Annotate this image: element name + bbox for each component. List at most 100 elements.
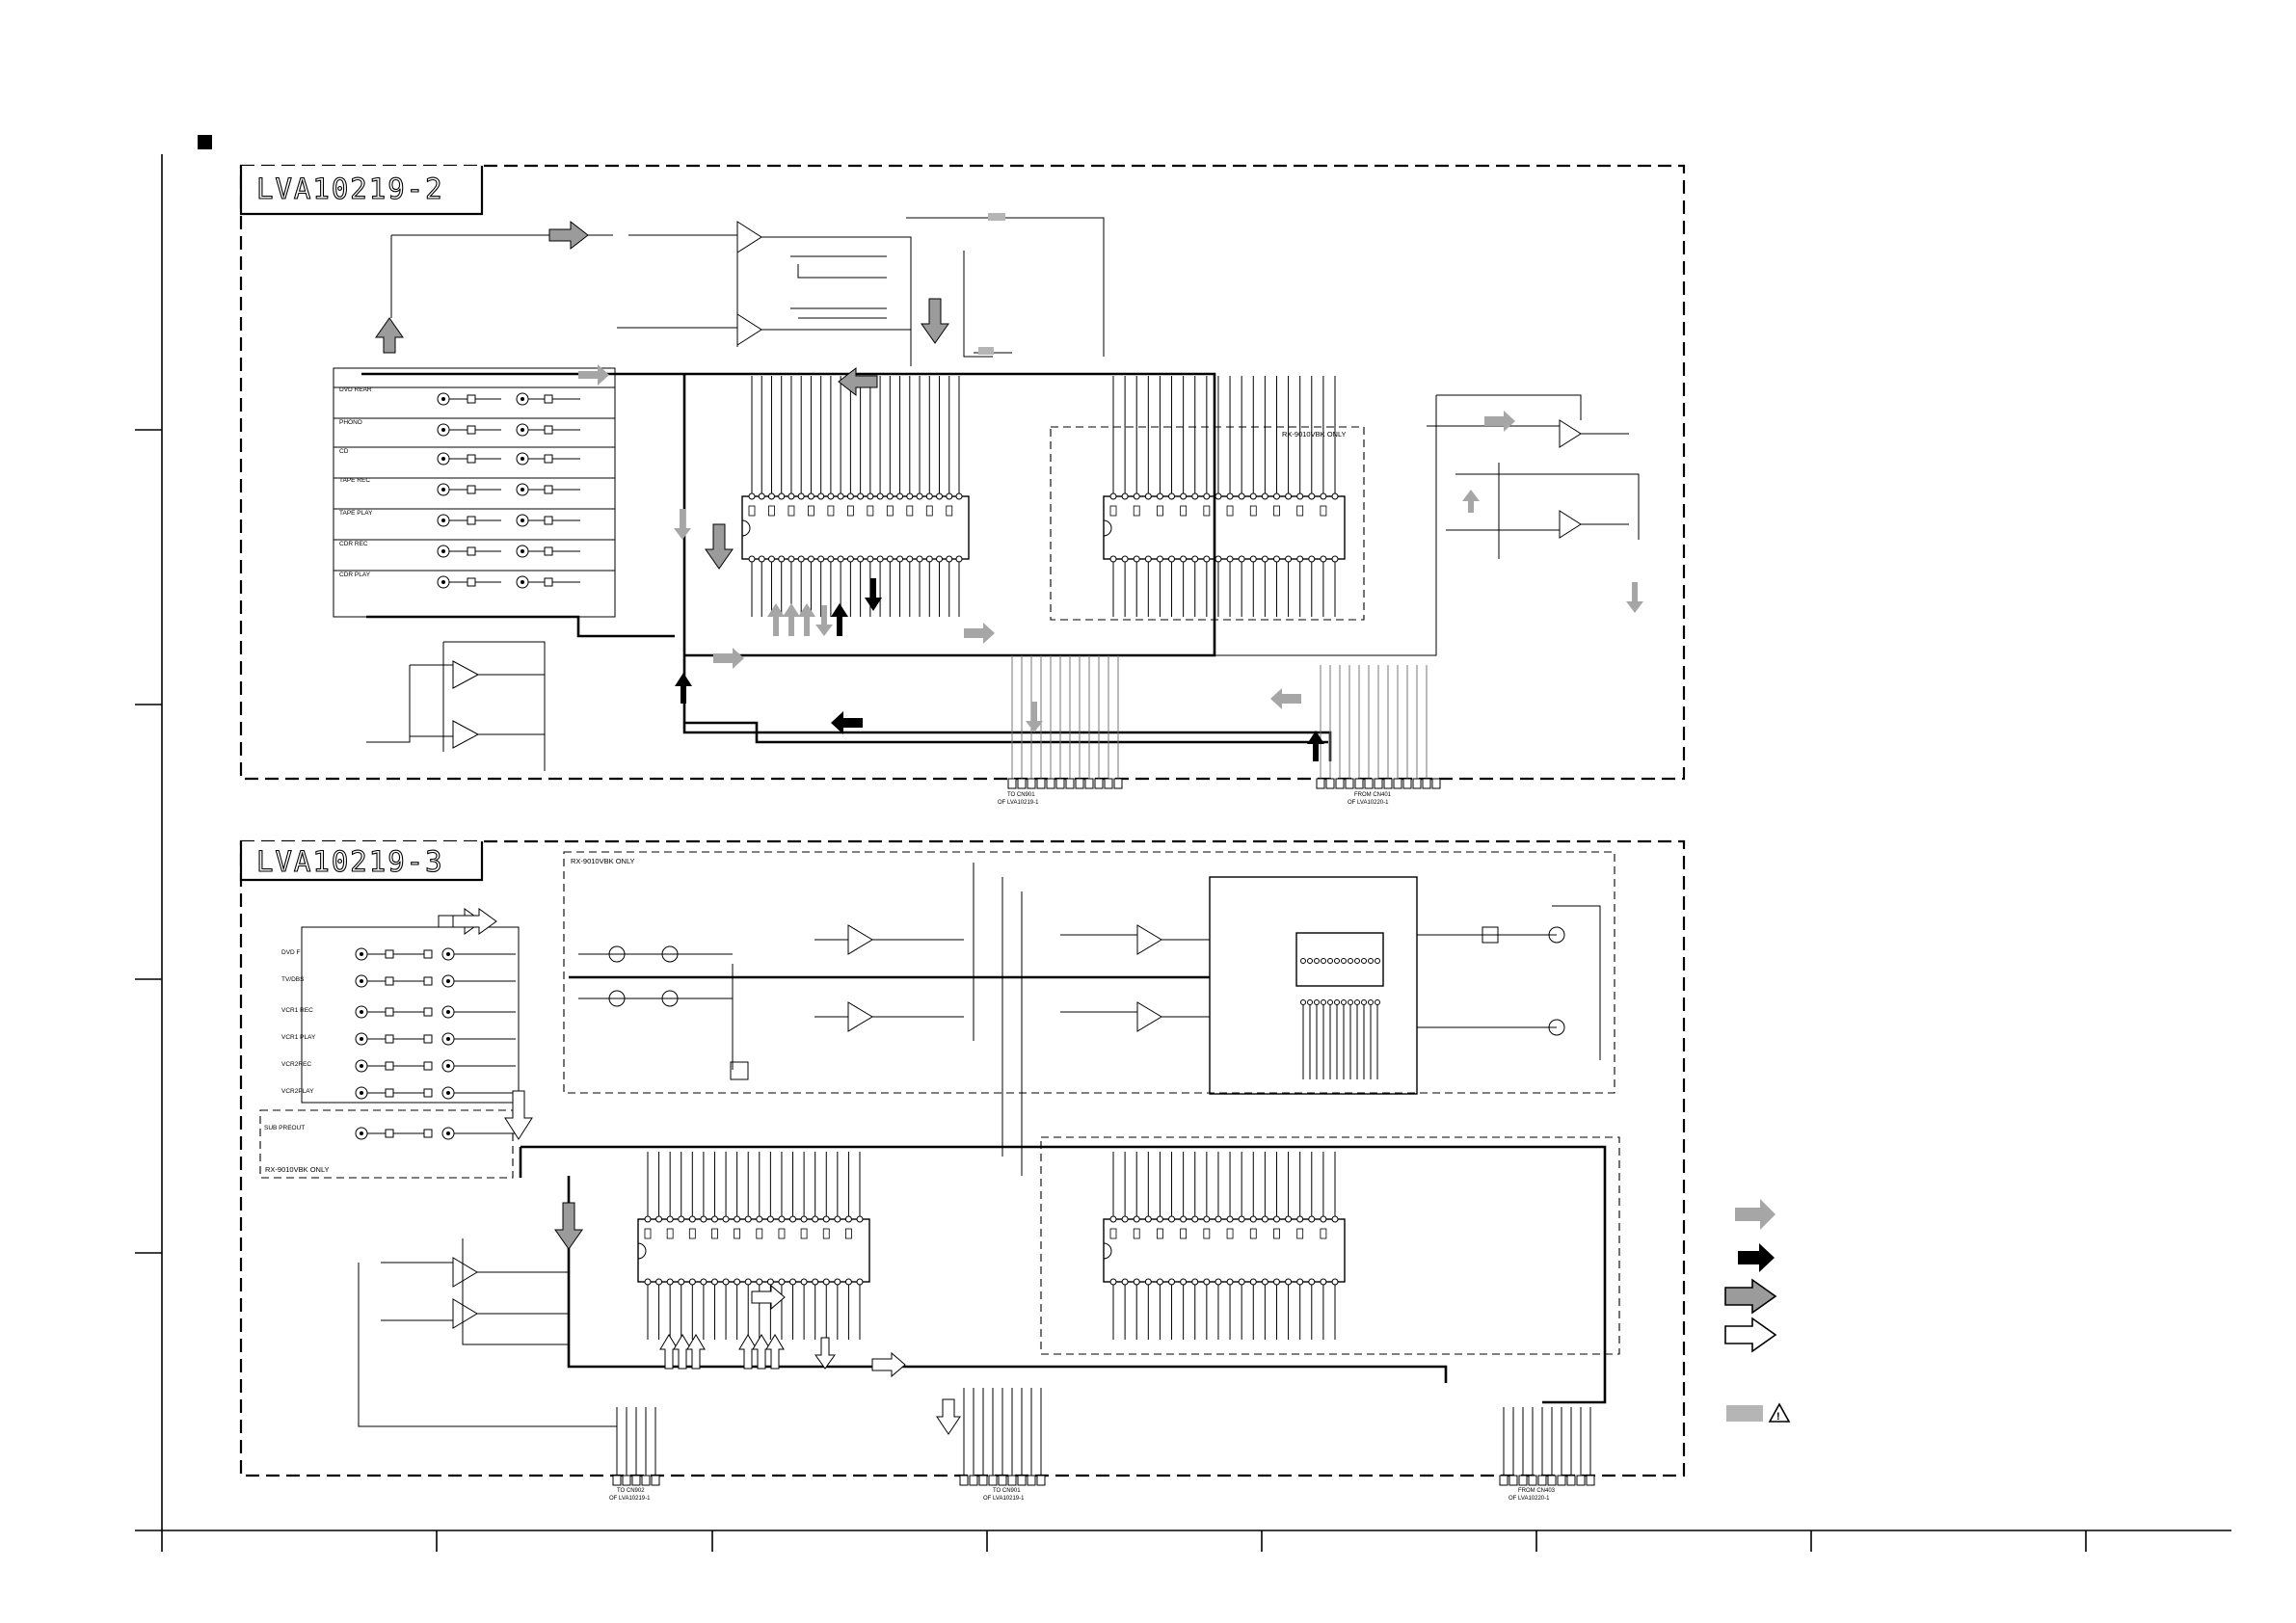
- resistor: [808, 505, 814, 517]
- ic-pin: [1308, 555, 1316, 563]
- ic-pin: [846, 492, 854, 500]
- rca-jack-pin: [446, 1010, 450, 1014]
- ic-pin: [925, 555, 933, 563]
- white-outlined-arrow-icon: [452, 908, 497, 935]
- grey-outlined-arrow-icon: [554, 1202, 583, 1250]
- resistor: [1133, 1228, 1140, 1239]
- ic-pin: [789, 1278, 797, 1286]
- ic-chip-1: [741, 376, 970, 617]
- grey-arrow-icon: [713, 648, 744, 669]
- rca-jack-pin: [360, 952, 363, 956]
- white-outlined-arrow-icon: [871, 1351, 906, 1378]
- ic-pin: [1144, 492, 1152, 500]
- ic-pin: [1348, 999, 1353, 1005]
- connector-pin: [1075, 778, 1084, 789]
- ic-pin: [1191, 555, 1199, 563]
- ic-pin: [778, 555, 786, 563]
- connector-pin: [1374, 778, 1383, 789]
- ic-pin: [1238, 1215, 1245, 1223]
- black-arrow-icon: [831, 603, 848, 636]
- capacitor: [423, 1061, 433, 1071]
- capacitor: [385, 1061, 394, 1071]
- ic-pin: [734, 1215, 741, 1223]
- ic-pin: [1168, 1278, 1176, 1286]
- ic-pin: [1320, 1278, 1327, 1286]
- resistor: [1109, 1228, 1117, 1239]
- ic-pin: [1348, 958, 1353, 964]
- connector-pin: [1586, 1475, 1595, 1486]
- connector-pin: [1557, 1475, 1566, 1486]
- resistor: [1133, 505, 1140, 517]
- connector-pin: [1383, 778, 1393, 789]
- ic-pin: [1226, 1278, 1234, 1286]
- ic-pin: [797, 555, 805, 563]
- ic-pin: [767, 492, 775, 500]
- connector-pin: [1566, 1475, 1576, 1486]
- rca-jack-pin: [446, 1037, 450, 1041]
- ic-pin: [1285, 492, 1293, 500]
- ic-pin: [710, 1278, 718, 1286]
- white-outlined-arrow-icon: [814, 1337, 836, 1370]
- connector-pin: [1017, 1475, 1027, 1486]
- rca-jack-pin: [521, 428, 524, 432]
- rca-jack-pin: [360, 1091, 363, 1095]
- resistor: [1180, 1228, 1188, 1239]
- grey-arrow-icon: [1735, 1199, 1775, 1230]
- resistor: [1180, 505, 1188, 517]
- connector-sub-bottom-right: OF LVA10220-1: [1508, 1496, 1550, 1502]
- grey-outlined-arrow-icon: [921, 298, 949, 344]
- rca-jack-pin: [441, 457, 445, 461]
- capacitor: [385, 949, 394, 959]
- warning-icon: [1768, 1402, 1791, 1423]
- connector-pin: [641, 1475, 651, 1486]
- input-label-dvd-f: DVD F: [281, 949, 301, 956]
- rca-jack-pin: [360, 1010, 363, 1014]
- board-lva10219-2: LVA10219-2 DVD REAR PHONO CD TAPE REC TA…: [239, 164, 1686, 806]
- grey-outlined-arrow-icon: [1724, 1278, 1777, 1315]
- capacitor: [544, 546, 553, 556]
- ic-pin: [688, 1278, 696, 1286]
- ic-pin: [700, 1278, 707, 1286]
- ic-pin: [744, 1278, 752, 1286]
- ic-pin: [1361, 999, 1367, 1005]
- ic-pin: [800, 1215, 808, 1223]
- connector-pin: [1393, 778, 1402, 789]
- capacitor: [544, 577, 553, 587]
- svg-text:!: !: [1776, 1411, 1780, 1423]
- ic-pin: [1133, 492, 1140, 500]
- resistor: [711, 1228, 718, 1239]
- ic-pin: [778, 1215, 786, 1223]
- ic-pin: [886, 555, 894, 563]
- ic-pin: [1327, 999, 1333, 1005]
- ic-pin: [1361, 958, 1367, 964]
- connector-pin: [612, 1475, 622, 1486]
- connector-pin: [1547, 1475, 1557, 1486]
- ic-pin: [644, 1278, 652, 1286]
- ic-pin: [1121, 1278, 1129, 1286]
- ic-pin: [1308, 492, 1316, 500]
- ic-pin: [1308, 1215, 1316, 1223]
- ic-pin: [778, 1278, 786, 1286]
- safety-swatch: [1726, 1405, 1763, 1422]
- ic-pin: [906, 492, 914, 500]
- connector-pin: [1402, 778, 1412, 789]
- resistor: [925, 505, 933, 517]
- input-label-tv-dbs: TV/DBS: [281, 976, 305, 983]
- ic-pin: [1285, 1215, 1293, 1223]
- ic-pin: [1334, 958, 1340, 964]
- ic-pin: [1285, 555, 1293, 563]
- connector-cn403-bottom: FROM CN403 OF LVA10220-1: [1499, 1475, 1595, 1502]
- resistor: [1320, 505, 1327, 517]
- ic-pin: [955, 492, 963, 500]
- op-amp-bottom-left-top: [366, 641, 546, 771]
- ic-pin: [1203, 555, 1211, 563]
- rca-jack-pin: [360, 1131, 363, 1135]
- ic-pin: [906, 555, 914, 563]
- ic-chip-5: [1103, 1152, 1346, 1340]
- capacitor: [467, 454, 476, 464]
- ic-pin: [797, 492, 805, 500]
- ic-pin: [827, 492, 835, 500]
- white-outlined-arrow-icon: [936, 1398, 961, 1435]
- input-label-vcr1-rec: VCR1 REC: [281, 1007, 313, 1014]
